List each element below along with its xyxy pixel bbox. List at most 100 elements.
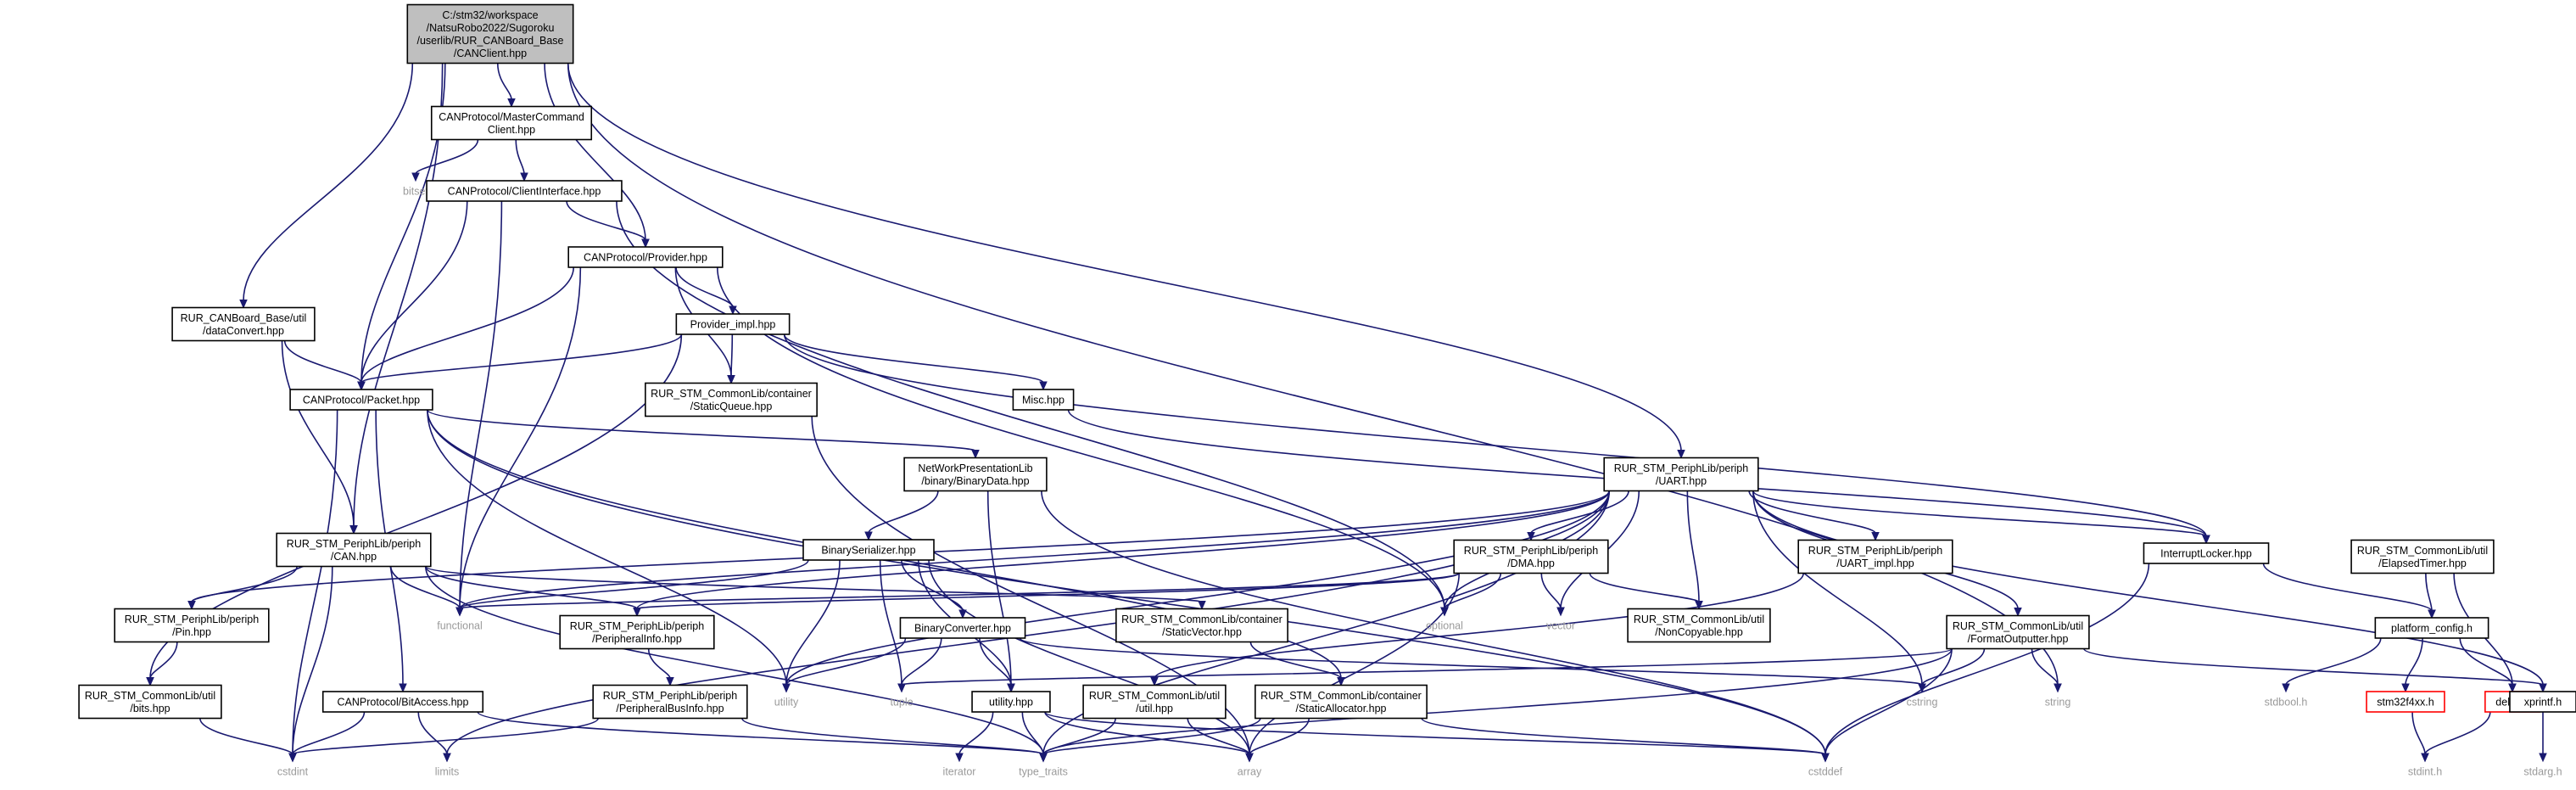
edge-root-to-can: [353, 63, 444, 527]
node-label: utility: [774, 697, 799, 709]
node-fo[interactable]: RUR_STM_CommonLib/util/FormatOutputter.h…: [1946, 614, 2090, 650]
edge-arrowhead: [1039, 381, 1048, 391]
edge-arrowhead: [729, 305, 737, 316]
node-label: cstdint: [277, 766, 309, 778]
node-cutil[interactable]: RUR_STM_CommonLib/util/util.hpp: [1082, 684, 1227, 720]
edge-sa-to-cstddef: [1421, 717, 1826, 755]
edge-uart-to-pinfo: [636, 490, 1610, 609]
node-stdint: stdint.h: [2408, 766, 2442, 778]
node-sv[interactable]: RUR_STM_CommonLib/container/StaticVector…: [1115, 608, 1288, 643]
node-label: functional: [437, 620, 483, 632]
node-dma[interactable]: RUR_STM_PeriphLib/periph/DMA.hpp: [1453, 539, 1609, 574]
node-box: [78, 684, 222, 720]
node-dc[interactable]: RUR_CANBoard_Base/util/dataConvert.hpp: [171, 306, 316, 342]
node-label: RUR_STM_CommonLib/util: [85, 690, 215, 702]
node-string: string: [2045, 697, 2071, 709]
node-bs[interactable]: BinarySerializer.hpp: [802, 539, 935, 561]
node-bconv[interactable]: BinaryConverter.hpp: [899, 617, 1026, 639]
node-box: [1453, 539, 1609, 574]
edge-arrowhead: [2054, 683, 2062, 693]
edge-sv-to-sa: [1249, 642, 1342, 680]
node-sa[interactable]: RUR_STM_CommonLib/container/StaticAlloca…: [1254, 684, 1428, 720]
node-box: [406, 3, 574, 64]
edge-dc-to-packet: [283, 340, 362, 384]
node-label: tuple: [890, 697, 913, 709]
node-vector: vector: [1546, 620, 1575, 632]
node-box: [1115, 608, 1288, 643]
edge-stm32-to-stdint: [2411, 711, 2426, 755]
node-box: [2350, 539, 2495, 574]
node-label: /CAN.hpp: [331, 551, 377, 563]
edge-pin-to-bits: [149, 642, 178, 679]
edge-provi-to-il: [783, 333, 2207, 537]
edge-packet-to-utility: [427, 409, 787, 686]
edge-packet-to-bd: [427, 409, 976, 452]
edge-arrowhead: [1677, 450, 1685, 459]
node-et[interactable]: RUR_STM_CommonLib/util/ElapsedTimer.hpp: [2350, 539, 2495, 574]
node-provi[interactable]: Provider_impl.hpp: [675, 313, 791, 335]
node-bd[interactable]: NetWorkPresentationLib/binary/BinaryData…: [903, 457, 1048, 492]
edge-dma-to-optional: [1444, 573, 1502, 609]
node-prov[interactable]: CANProtocol/Provider.hpp: [567, 246, 724, 268]
node-label: /StaticVector.hpp: [1162, 626, 1242, 638]
node-nc[interactable]: RUR_STM_CommonLib/util/NonCopyable.hpp: [1627, 608, 1771, 643]
node-label: RUR_STM_PeriphLib/periph: [570, 620, 704, 632]
edge-fo-to-tt: [1042, 648, 1953, 755]
edge-cutil-to-array: [1187, 718, 1250, 755]
node-label: /bits.hpp: [130, 703, 170, 714]
node-label: /dataConvert.hpp: [203, 325, 284, 337]
node-uarti[interactable]: RUR_STM_PeriphLib/periph/UART_impl.hpp: [1797, 539, 1953, 574]
node-label: RUR_STM_PeriphLib/periph: [1614, 462, 1748, 474]
edge-bd-to-bs: [868, 490, 939, 534]
edge-bs-to-bconv: [901, 559, 964, 612]
node-packet[interactable]: CANProtocol/Packet.hpp: [289, 389, 433, 411]
edge-pc-to-stdbool: [2285, 637, 2382, 686]
edge-et-to-pc: [2425, 573, 2433, 612]
node-label: cstring: [1907, 697, 1938, 709]
node-ba[interactable]: CANProtocol/BitAccess.hpp: [321, 691, 484, 713]
node-il[interactable]: InterruptLocker.hpp: [2143, 542, 2270, 564]
edge-bits-to-cstdint: [199, 718, 293, 755]
node-bits[interactable]: RUR_STM_CommonLib/util/bits.hpp: [78, 684, 222, 720]
edge-mcc-to-ci: [515, 139, 525, 175]
edge-root-to-uart: [567, 63, 1682, 451]
edge-arrowhead: [958, 609, 967, 619]
node-box: [2366, 691, 2445, 713]
node-limits: limits: [435, 766, 459, 778]
node-pinfo[interactable]: RUR_STM_PeriphLib/periph/PeripheralInfo.…: [559, 614, 715, 650]
edge-arrowhead: [1695, 601, 1703, 610]
edge-arrowhead: [2282, 683, 2290, 693]
edge-ci-to-optional: [616, 200, 1445, 609]
node-sq[interactable]: RUR_STM_CommonLib/container/StaticQueue.…: [645, 382, 818, 417]
edge-arrowhead: [971, 450, 980, 459]
node-stm32[interactable]: stm32f4xx.h: [2366, 691, 2445, 713]
node-uart[interactable]: RUR_STM_PeriphLib/periph/UART.hpp: [1603, 457, 1759, 492]
node-uhpp[interactable]: utility.hpp: [971, 691, 1051, 713]
node-ci[interactable]: CANProtocol/ClientInterface.hpp: [426, 180, 623, 202]
node-pin[interactable]: RUR_STM_PeriphLib/periph/Pin.hpp: [114, 608, 270, 643]
node-box: [2374, 617, 2489, 639]
node-misc[interactable]: Misc.hpp: [1012, 389, 1075, 411]
edge-prov-to-packet: [360, 266, 574, 384]
node-pc[interactable]: platform_config.h: [2374, 617, 2489, 639]
edge-uart-to-utility: [785, 490, 1610, 686]
node-label: RUR_STM_PeriphLib/periph: [1808, 545, 1942, 557]
node-can[interactable]: RUR_STM_PeriphLib/periph/CAN.hpp: [276, 532, 432, 568]
edge-ba-to-tt: [477, 711, 1044, 755]
node-pbi[interactable]: RUR_STM_PeriphLib/periph/PeripheralBusIn…: [592, 684, 748, 720]
node-root[interactable]: C:/stm32/workspace/NatsuRobo2022/Sugorok…: [406, 3, 574, 64]
node-label: stdbool.h: [2265, 697, 2308, 709]
node-label: RUR_STM_CommonLib/container: [1121, 614, 1282, 625]
node-label: NetWorkPresentationLib: [918, 462, 1032, 474]
node-cstddef: cstddef: [1808, 766, 1843, 778]
edge-bd-to-uhpp: [986, 490, 1012, 686]
edge-prov-to-functional: [459, 266, 582, 609]
edge-arrowhead: [146, 677, 154, 686]
node-xprintf[interactable]: xprintf.h: [2509, 691, 2576, 713]
edge-arrowhead: [2401, 683, 2410, 693]
node-box: [675, 313, 791, 335]
edge-uart-to-il: [1752, 490, 2207, 537]
node-tuple: tuple: [890, 697, 913, 709]
edge-fo-to-cstddef: [1824, 648, 1953, 755]
